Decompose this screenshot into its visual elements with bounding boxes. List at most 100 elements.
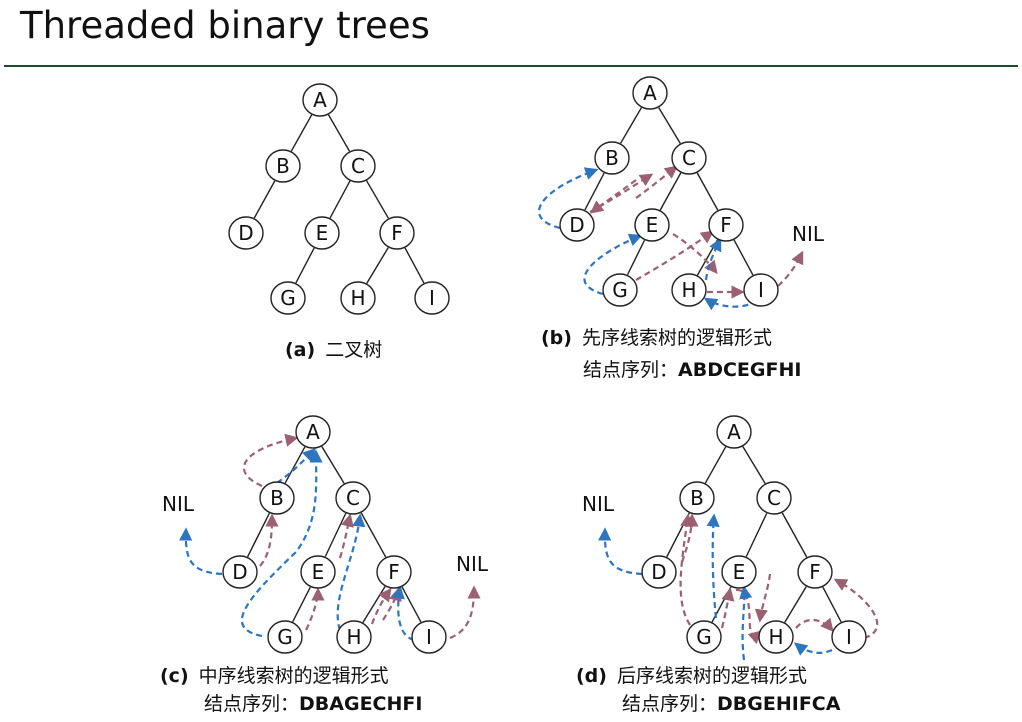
thread-arrow-c-5 <box>305 587 325 631</box>
tree-node-c-H: H <box>336 620 372 654</box>
tree-node-c-D: D <box>222 555 258 589</box>
tree-edge-a-BD <box>253 180 276 219</box>
tree-node-a-D: D <box>228 216 264 250</box>
thread-arrow-c-2 <box>242 433 299 488</box>
nil-label-c-0: NIL <box>162 492 195 516</box>
node-label-c-F: F <box>388 560 400 584</box>
node-label-c-I: I <box>426 625 432 649</box>
tree-node-b-I: I <box>743 273 779 307</box>
tree-edge-a-AC <box>327 114 351 152</box>
tree-edge-d-CF <box>781 512 808 558</box>
thread-arrow-b-0 <box>538 167 599 230</box>
tree-node-a-F: F <box>379 216 415 250</box>
node-label-c-H: H <box>346 625 361 649</box>
tree-node-a-A: A <box>302 83 338 117</box>
tree-node-a-B: B <box>265 149 301 183</box>
panel-c-label: (c) <box>160 665 189 687</box>
caption-panel-c: (c)中序线索树的逻辑形式 结点序列：DBAGECHFI <box>160 660 422 720</box>
thread-arrow-c-0 <box>179 527 223 576</box>
thread-arrow-b-2 <box>589 179 637 214</box>
panel-c-caption: 中序线索树的逻辑形式 <box>198 665 389 687</box>
panel-b-caption: 先序线索树的逻辑形式 <box>581 327 772 349</box>
caption-panel-a: (a) 二叉树 <box>285 334 382 366</box>
thread-arrow-b-1 <box>589 173 654 213</box>
node-label-d-C: C <box>767 486 781 510</box>
thread-arrow-b-7 <box>704 237 722 281</box>
tree-node-a-E: E <box>304 216 340 250</box>
panel-d-label: (d) <box>576 665 607 687</box>
node-label-b-G: G <box>612 278 628 302</box>
tree-node-d-H: H <box>758 620 794 654</box>
tree-node-a-I: I <box>414 281 450 315</box>
node-label-b-B: B <box>605 146 619 170</box>
thread-arrow-c-7 <box>336 513 366 631</box>
tree-edge-b-BD <box>584 172 605 211</box>
tree-edge-c-FI <box>401 586 422 623</box>
caption-panel-d: (d)后序线索树的逻辑形式 结点序列：DBGEHIFCA <box>576 660 840 720</box>
node-label-b-E: E <box>646 213 659 237</box>
tree-node-b-D: D <box>559 208 595 242</box>
tree-node-b-G: G <box>602 273 638 307</box>
node-label-b-C: C <box>682 146 696 170</box>
tree-node-c-E: E <box>300 555 336 589</box>
node-label-c-B: B <box>270 486 284 510</box>
tree-node-c-B: B <box>259 481 295 515</box>
tree-edge-c-CE <box>324 513 347 557</box>
panel-a-label: (a) <box>285 339 316 361</box>
tree-edge-d-AC <box>742 446 766 484</box>
thread-arrow-b-5 <box>635 230 715 281</box>
node-label-d-F: F <box>809 560 821 584</box>
thread-arrow-d-9 <box>793 642 833 656</box>
tree-node-b-F: F <box>708 208 744 242</box>
thread-arrow-c-9 <box>382 587 402 621</box>
tree-node-b-B: B <box>594 141 630 175</box>
thread-arrow-b-10 <box>777 250 804 287</box>
tree-edge-c-AB <box>284 446 306 484</box>
thread-arrow-d-4 <box>720 587 735 629</box>
tree-edge-c-AC <box>321 446 345 484</box>
title-divider <box>4 65 1018 67</box>
tree-node-d-F: F <box>797 555 833 589</box>
node-label-c-G: G <box>277 625 293 649</box>
slide-title: Threaded binary trees <box>20 4 430 47</box>
panel-a-caption: 二叉树 <box>325 339 383 361</box>
tree-node-d-I: I <box>831 620 867 654</box>
node-label-c-D: D <box>232 560 247 584</box>
tree-edge-c-BD <box>246 512 271 558</box>
thread-arrow-c-6 <box>338 513 354 559</box>
thread-arrows-layer <box>179 165 879 661</box>
panel-d-caption: 后序线索树的逻辑形式 <box>616 665 807 687</box>
tree-node-c-F: F <box>376 555 412 589</box>
tree-edge-a-FI <box>404 247 425 284</box>
panel-c-sequence-label: 结点序列： <box>204 693 300 715</box>
tree-edge-a-AB <box>290 114 313 152</box>
tree-node-d-G: G <box>686 620 722 654</box>
thread-arrow-b-4 <box>583 233 643 296</box>
node-label-a-D: D <box>238 221 253 245</box>
node-label-a-B: B <box>276 154 290 178</box>
tree-edge-a-EG <box>295 247 315 284</box>
tree-edge-c-EG <box>292 586 311 623</box>
thread-arrow-d-6 <box>739 585 753 661</box>
node-label-b-H: H <box>681 278 696 302</box>
caption-panel-b: (b)先序线索树的逻辑形式 结点序列：ABDCEGFHI <box>541 322 801 386</box>
node-label-c-A: A <box>306 420 320 444</box>
thread-arrow-c-11 <box>449 585 481 640</box>
panel-b-sequence: ABDCEGFHI <box>678 359 802 381</box>
panel-d-sequence-label: 结点序列： <box>622 693 718 715</box>
tree-node-d-E: E <box>721 555 757 589</box>
tree-edge-a-FH <box>366 247 389 284</box>
node-label-a-A: A <box>313 88 327 112</box>
tree-node-d-A: A <box>716 415 752 449</box>
tree-edge-d-FH <box>784 586 807 623</box>
thread-arrow-d-3 <box>706 513 720 619</box>
tree-node-a-C: C <box>340 149 376 183</box>
node-label-a-E: E <box>316 221 329 245</box>
node-label-b-A: A <box>643 81 657 105</box>
node-label-a-G: G <box>280 286 296 310</box>
tree-node-a-H: H <box>340 281 376 315</box>
tree-node-d-B: B <box>679 481 715 515</box>
